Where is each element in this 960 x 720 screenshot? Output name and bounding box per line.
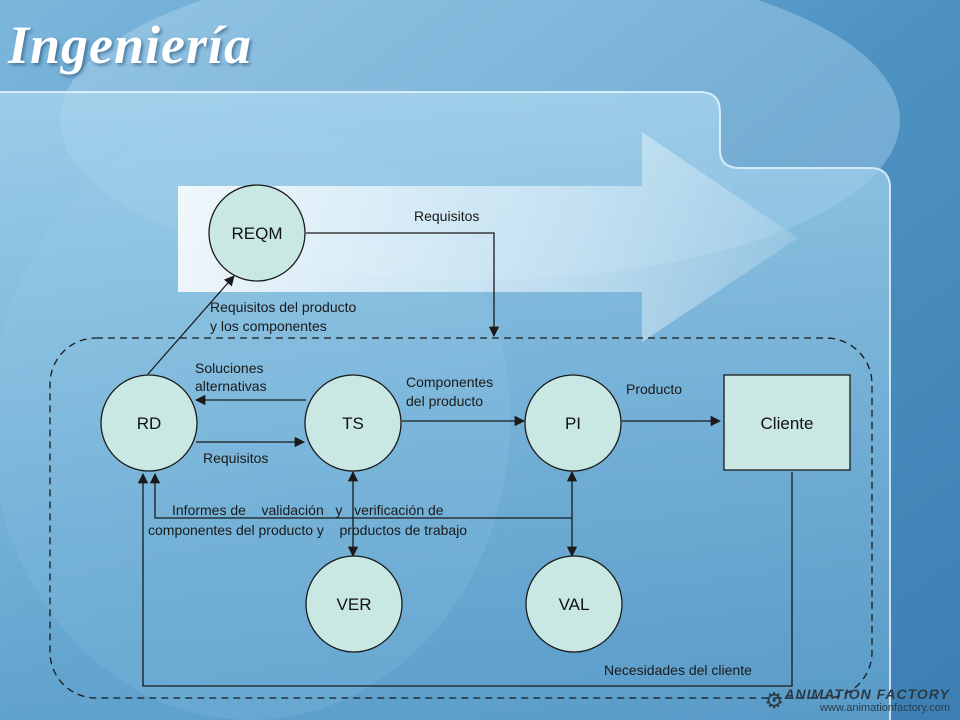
node-reqm (208, 184, 306, 282)
node-pi (524, 374, 622, 472)
edge-cliente-to-rd (137, 472, 793, 687)
label-soluciones-2: alternativas (195, 378, 267, 394)
edge-reqm-to-boundary (306, 232, 500, 338)
label-soluciones-1: Soluciones (195, 360, 264, 376)
edge-feedback-to-rd (149, 472, 572, 519)
node-rd (100, 374, 198, 472)
label-producto: Producto (626, 381, 682, 397)
node-reqm-label: REQM (232, 224, 283, 243)
label-req-producto-2: y los componentes (210, 318, 327, 334)
node-ver (305, 555, 403, 653)
node-ts-label: TS (342, 414, 364, 433)
node-cliente (723, 374, 851, 471)
label-requisitos-top: Requisitos (414, 208, 479, 224)
node-pi-label: PI (565, 414, 581, 433)
brand-url: www.animationfactory.com (819, 702, 950, 714)
project-boundary (49, 337, 873, 699)
gear-icon: ⚙ (764, 688, 784, 713)
node-ver-label: VER (337, 595, 372, 614)
edge-rd-to-reqm (147, 275, 235, 375)
label-componentes-1: Componentes (406, 374, 493, 390)
node-ts (304, 374, 402, 472)
brand-watermark: ANIMATION FACTORY www.animationfactory.c… (784, 686, 950, 714)
node-cliente-label: Cliente (761, 414, 814, 433)
node-val-label: VAL (559, 595, 590, 614)
label-informes-2: componentes del producto y productos de … (148, 522, 467, 538)
node-val (525, 555, 623, 653)
label-componentes-2: del producto (406, 393, 483, 409)
label-informes-1: Informes de validación y verificación de (172, 502, 444, 518)
slide-title: Ingeniería (8, 15, 253, 75)
node-rd-label: RD (137, 414, 162, 433)
label-req-producto-1: Requisitos del producto (210, 299, 357, 315)
brand-name: ANIMATION FACTORY (784, 686, 950, 702)
label-necesidades: Necesidades del cliente (604, 662, 752, 678)
label-requisitos-mid: Requisitos (203, 450, 268, 466)
